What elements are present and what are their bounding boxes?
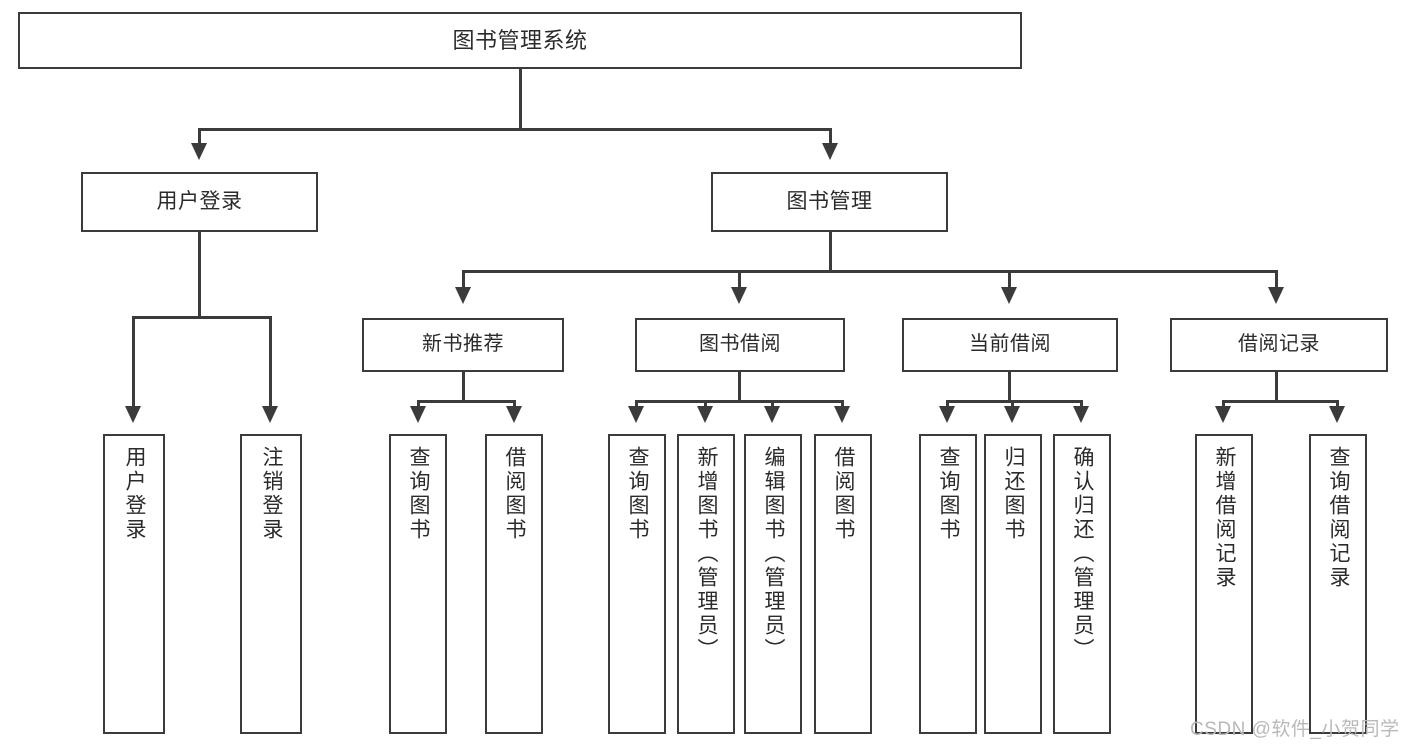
connector-current-borrow-bus [946, 400, 1083, 403]
arrowhead-book-borrow [731, 287, 747, 304]
connector-root-to-user-login [198, 128, 201, 146]
arrowhead-current-borrow [1001, 287, 1017, 304]
connector-br-leaf-1 [1222, 400, 1225, 409]
connector-book-management-stem [829, 232, 832, 272]
node-label: 查询借阅记录 [1327, 446, 1351, 590]
node-leaf-borrow-book-recommend[interactable]: 借阅图书 [485, 434, 543, 734]
connector-new-book-bus [417, 400, 516, 403]
arrowhead-leaf-add-book-admin [697, 406, 713, 423]
connector-bm-to-borrow-record [1275, 270, 1278, 290]
watermark-text: CSDN @软件_小贺同学 [1190, 719, 1400, 740]
connector-book-borrow-stem [738, 372, 741, 402]
connector-new-book-leaf-1 [417, 400, 420, 409]
connector-new-book-leaf-2 [513, 400, 516, 409]
connector-bb-leaf-3 [771, 400, 774, 409]
node-leaf-confirm-return-admin[interactable]: 确认归还（管理员） [1053, 434, 1111, 734]
arrowhead-leaf-query-book-3 [939, 406, 955, 423]
connector-user-login-leaf-2 [269, 316, 272, 409]
node-label: 查询图书 [407, 446, 431, 542]
connector-user-login-bus [132, 316, 269, 319]
connector-bm-to-book-borrow [738, 270, 741, 290]
arrowhead-leaf-return-book [1004, 406, 1020, 423]
node-leaf-add-borrow-record[interactable]: 新增借阅记录 [1195, 434, 1253, 734]
node-label: 借阅图书 [832, 446, 856, 542]
connector-cb-leaf-2 [1011, 400, 1014, 409]
node-label: 确认归还（管理员） [1071, 446, 1095, 662]
node-label: 图书管理 [786, 189, 873, 213]
node-leaf-query-book-borrow[interactable]: 查询图书 [608, 434, 666, 734]
connector-root-to-book-management [829, 128, 832, 146]
arrowhead-leaf-borrow-book-1 [506, 406, 522, 423]
arrowhead-leaf-confirm-return-admin [1073, 406, 1089, 423]
node-label: 用户登录 [156, 189, 243, 213]
arrowhead-book-management [822, 143, 838, 160]
node-leaf-logout-login[interactable]: 注销登录 [240, 434, 302, 734]
connector-user-login-stem [198, 232, 201, 318]
node-leaf-user-login[interactable]: 用户登录 [103, 434, 165, 734]
arrowhead-leaf-query-borrow-record [1329, 406, 1345, 423]
connector-cb-leaf-1 [946, 400, 949, 409]
node-leaf-query-book-current[interactable]: 查询图书 [919, 434, 977, 734]
connector-user-login-leaf-1 [132, 316, 135, 409]
node-leaf-borrow-book-borrow[interactable]: 借阅图书 [814, 434, 872, 734]
node-current-borrow[interactable]: 当前借阅 [902, 318, 1118, 372]
node-label: 借阅图书 [503, 446, 527, 542]
connector-borrow-record-stem [1275, 372, 1278, 402]
arrowhead-leaf-logout-login [262, 406, 278, 423]
node-new-book-recommend[interactable]: 新书推荐 [362, 318, 564, 372]
arrowhead-new-book-recommend [455, 287, 471, 304]
node-leaf-query-borrow-record[interactable]: 查询借阅记录 [1309, 434, 1367, 734]
arrowhead-leaf-borrow-book-2 [834, 406, 850, 423]
node-label: 当前借阅 [969, 333, 1051, 356]
node-leaf-query-book-recommend[interactable]: 查询图书 [389, 434, 447, 734]
connector-bb-leaf-4 [841, 400, 844, 409]
connector-br-leaf-2 [1336, 400, 1339, 409]
connector-borrow-record-bus [1222, 400, 1339, 403]
node-leaf-edit-book-admin[interactable]: 编辑图书（管理员） [744, 434, 802, 734]
node-leaf-return-book[interactable]: 归还图书 [984, 434, 1042, 734]
node-book-borrow[interactable]: 图书借阅 [635, 318, 845, 372]
arrowhead-user-login [191, 143, 207, 160]
arrowhead-leaf-query-book-2 [628, 406, 644, 423]
arrowhead-leaf-edit-book-admin [764, 406, 780, 423]
node-label: 用户登录 [123, 446, 147, 542]
node-leaf-add-book-admin[interactable]: 新增图书（管理员） [677, 434, 735, 734]
node-label: 归还图书 [1002, 446, 1026, 542]
node-label: 查询图书 [937, 446, 961, 542]
node-book-management[interactable]: 图书管理 [711, 172, 948, 232]
node-label: 图书借阅 [699, 333, 781, 356]
connector-bb-leaf-1 [635, 400, 638, 409]
node-user-login[interactable]: 用户登录 [81, 172, 318, 232]
node-label: 查询图书 [626, 446, 650, 542]
arrowhead-leaf-add-borrow-record [1215, 406, 1231, 423]
arrowhead-leaf-query-book-1 [410, 406, 426, 423]
node-label: 图书管理系统 [452, 27, 588, 53]
node-label: 编辑图书（管理员） [762, 446, 786, 662]
node-label: 新增图书（管理员） [695, 446, 719, 662]
node-label: 借阅记录 [1238, 333, 1320, 356]
node-label: 注销登录 [260, 446, 284, 542]
connector-new-book-stem [462, 372, 465, 402]
node-label: 新增借阅记录 [1213, 446, 1237, 590]
node-root-system[interactable]: 图书管理系统 [18, 12, 1022, 69]
arrowhead-leaf-user-login [125, 406, 141, 423]
connector-root-bus [198, 128, 832, 131]
connector-cb-leaf-3 [1080, 400, 1083, 409]
node-label: 新书推荐 [422, 333, 504, 356]
arrowhead-borrow-record [1268, 287, 1284, 304]
connector-root-stem [519, 69, 522, 130]
connector-book-management-bus [462, 270, 1278, 273]
connector-book-borrow-bus [635, 400, 844, 403]
connector-bm-to-new-book [462, 270, 465, 290]
node-borrow-record[interactable]: 借阅记录 [1170, 318, 1388, 372]
connector-current-borrow-stem [1008, 372, 1011, 402]
connector-bb-leaf-2 [704, 400, 707, 409]
connector-bm-to-current-borrow [1008, 270, 1011, 290]
